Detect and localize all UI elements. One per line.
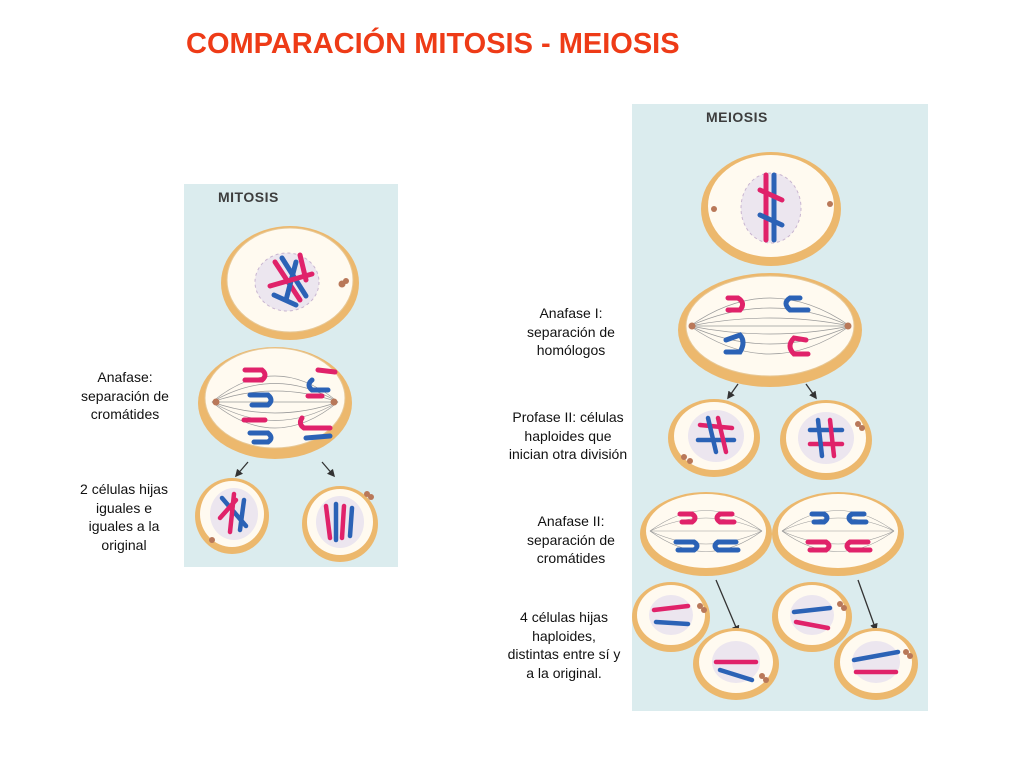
mitosis-parent-cell xyxy=(221,226,359,340)
meiosis-daughter-cell-4 xyxy=(834,628,918,700)
meiosis-anaphase1-cell xyxy=(678,273,862,387)
meiosis-prophase2-cell-right xyxy=(780,400,872,480)
meiosis-daughter-cell-3 xyxy=(772,582,852,652)
meiosis-anaphase2-cell-right xyxy=(772,492,904,576)
caption-line: original xyxy=(101,536,147,553)
meiosis-parent-cell xyxy=(701,152,841,266)
meiosis-daughter-cell-1 xyxy=(632,582,710,652)
caption-line: haploides que xyxy=(524,427,612,444)
caption-line: Anafase: xyxy=(97,369,153,385)
caption-line: cromátides xyxy=(90,406,160,422)
mitosis-panel-title: MITOSIS xyxy=(218,189,279,205)
mitosis-daughter-cell-right xyxy=(302,486,378,562)
meiosis-panel-title: MEIOSIS xyxy=(706,109,768,125)
caption-line: homólogos xyxy=(536,342,606,358)
caption-line: Anafase I: xyxy=(539,305,603,321)
mitosis-daughters-caption: 2 células hijas iguales e iguales a la o… xyxy=(68,480,180,554)
caption-line: iguales e xyxy=(95,499,153,516)
page-title: COMPARACIÓN MITOSIS - MEIOSIS xyxy=(186,28,680,60)
caption-line: separación de xyxy=(527,531,615,548)
caption-line: iguales a la xyxy=(88,518,160,534)
mitosis-anaphase-cell xyxy=(198,347,352,459)
meiosis-arrow-2-right xyxy=(857,579,878,632)
meiosis-arrow-1-right xyxy=(805,383,817,400)
caption-line: 2 células hijas xyxy=(80,481,168,497)
meiosis-anaphase2-cell-left xyxy=(640,492,772,576)
caption-line: haploides, xyxy=(532,627,596,644)
meiosis-daughter-cell-2 xyxy=(693,628,779,700)
meiosis-prophase2-cell-left xyxy=(668,399,760,477)
meiosis-daughters-caption: 4 células hijas haploides, distintas ent… xyxy=(498,608,630,682)
caption-line: 4 células hijas xyxy=(520,609,608,625)
caption-line: separación de xyxy=(527,323,615,340)
mitosis-anaphase-caption: Anafase: separación de cromátides xyxy=(70,368,180,424)
meiosis-arrow-2-left xyxy=(715,579,740,634)
mitosis-arrow-left xyxy=(234,461,249,478)
caption-line: distintas entre sí y xyxy=(507,646,621,662)
meiosis-prophase2-caption: Profase II: células haploides que inicia… xyxy=(500,408,636,464)
caption-line: a la original. xyxy=(526,664,602,681)
meiosis-anaphase2-caption: Anafase II: separación de cromátides xyxy=(506,512,636,568)
mitosis-arrow-right xyxy=(321,461,336,478)
caption-line: cromátides xyxy=(536,550,606,566)
caption-line: separación de xyxy=(81,387,169,404)
caption-line: Anafase II: xyxy=(537,513,605,529)
meiosis-arrow-1-left xyxy=(727,383,739,400)
caption-line: inician otra división xyxy=(508,446,628,462)
mitosis-daughter-cell-left xyxy=(195,478,269,554)
caption-line: Profase II: células xyxy=(512,409,624,425)
meiosis-anaphase1-caption: Anafase I: separación de homólogos xyxy=(506,304,636,360)
